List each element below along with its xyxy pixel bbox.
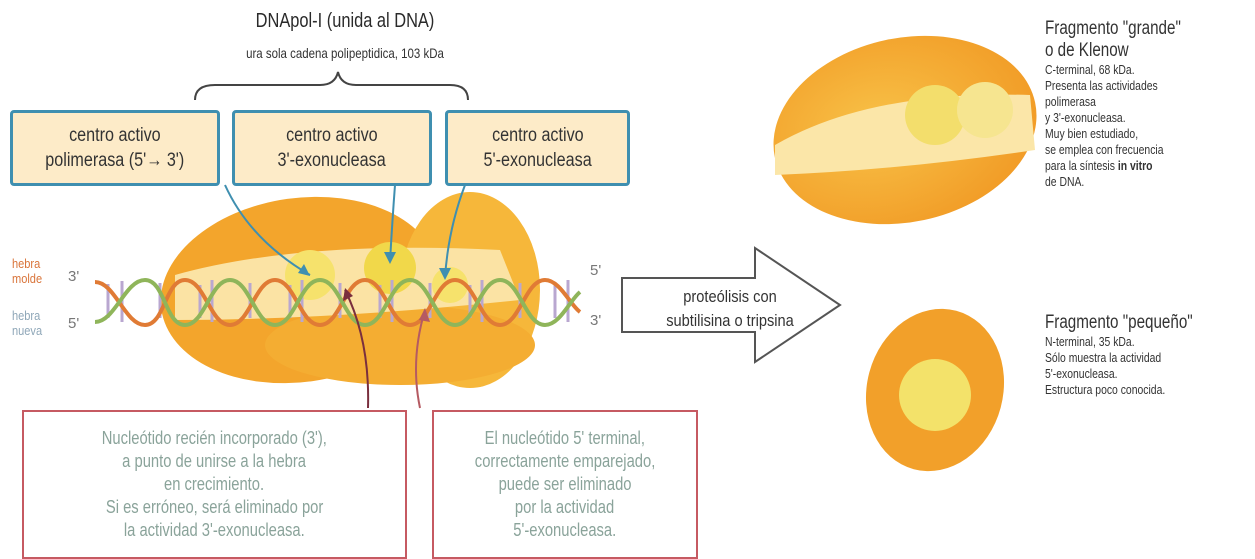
description-line: y 3'-exonucleasa. [1045,110,1126,125]
small-fragment [865,308,1005,472]
description-line: Estructura poco conocida. [1045,382,1166,397]
description-line: se emplea con frecuencia [1045,142,1164,157]
proteolysis-arrow [621,246,842,364]
note-line: El nucleótido 5' terminal, [484,428,646,448]
note-line: Nucleótido recién incorporado (3'), [101,428,328,448]
note-line: en crecimiento. [164,474,265,494]
note-line: por la actividad [515,497,615,517]
note-line: puede ser eliminado [498,474,632,494]
proteolysis-label: proteólisis con subtilisina o tripsina [666,287,794,330]
site-box-line: centro activo [286,125,378,146]
site-box-line: polimerasa (5'→ 3') [45,150,185,171]
description-line: 5'-exonucleasa. [1045,366,1118,381]
site-box-line: 3'-exonucleasa [277,150,387,171]
note-line: la actividad 3'-exonucleasa. [124,520,305,540]
note-line: Si es erróneo, será eliminado por [105,497,324,517]
left-bottom-end-label: 5' [68,315,80,332]
description-line: C-terminal, 68 kDa. [1045,62,1135,77]
right-top-end-label: 5' [590,262,602,279]
template-strand-label: hebra molde [12,256,43,286]
left-top-end-label: 3' [68,268,80,285]
small-fragment-title: Fragmento "pequeño" [1045,312,1193,333]
note-line: 5'-exonucleasa. [513,520,617,540]
note-line: correctamente emparejado, [474,451,656,471]
new-strand-label: hebra nueva [12,308,43,338]
exonuclease-5-site-box: centro activo 5'-exonucleasa [445,110,630,186]
description-line: Muy bien estudiado, [1045,126,1139,141]
dna-double-helix [94,277,582,328]
description-line: para la síntesis in vitro [1045,158,1153,173]
description-line: polimerasa [1045,94,1096,109]
description-line: de DNA. [1045,174,1085,189]
diagram-subtitle: ura sola cadena polipeptidica, 103 kDa [246,45,444,61]
klenow-description: Fragmento "grande" o de Klenow C-termina… [1045,18,1250,190]
small-fragment-description: Fragmento "pequeño" N-terminal, 35 kDa. … [1045,312,1250,398]
klenow-title: Fragmento "grande" [1045,18,1181,39]
klenow-title: o de Klenow [1045,40,1129,61]
arrowheads [298,252,451,322]
description-line: Presenta las actividades [1045,78,1158,93]
description-line: N-terminal, 35 kDa. [1045,334,1135,349]
description-line: Sólo muestra la actividad [1045,350,1162,365]
terminal-nucleotide-note: El nucleótido 5' terminal, correctamente… [432,410,698,559]
in-vitro-emphasis: in vitro [1117,158,1153,173]
dna-polymerase-enzyme [160,192,540,388]
note-line: a punto de unirse a la hebra [122,451,307,471]
polymerase-site-box: centro activo polimerasa (5'→ 3') [10,110,220,186]
incorporated-nucleotide-note: Nucleótido recién incorporado (3'), a pu… [22,410,407,559]
site-box-line: centro activo [69,125,161,146]
site-box-line: centro activo [491,125,584,146]
title-brace [194,71,469,101]
site-box-line: 5'-exonucleasa [483,150,592,171]
right-bottom-end-label: 3' [590,312,602,329]
klenow-fragment [773,35,1037,225]
exonuclease-3-site-box: centro activo 3'-exonucleasa [232,110,432,186]
diagram-title: DNApol-I (unida al DNA) [255,10,435,32]
